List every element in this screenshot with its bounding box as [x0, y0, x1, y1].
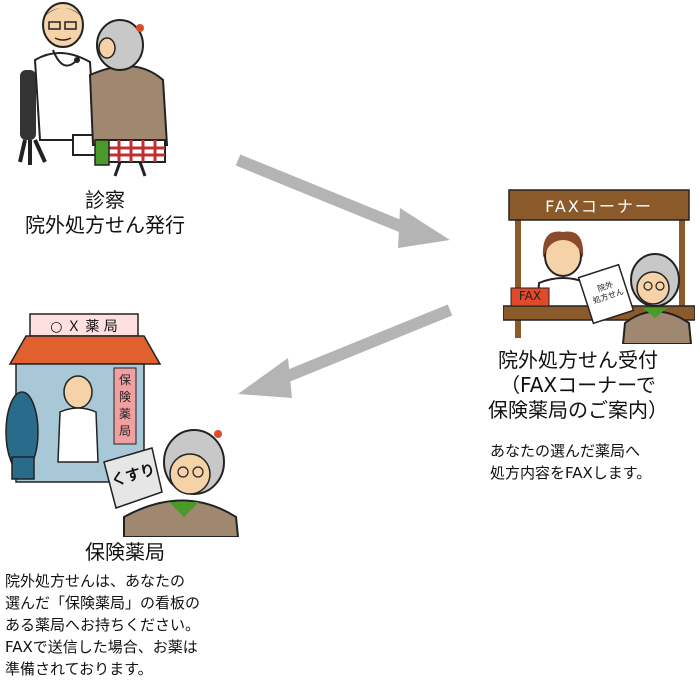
pharmacy-desc-line1: 院外処方せんは、あなたの [5, 572, 186, 590]
pharmacy-desc-line4: FAXで送信した場合、お薬は [5, 638, 198, 656]
pharmacy-store-icon [5, 313, 239, 537]
pharmacy-description: 院外処方せんは、あなたの 選んだ「保険薬局」の看板の ある薬局へお持ちください。… [5, 570, 275, 680]
pharmacy-banner-char4: 局 [118, 424, 131, 438]
pharmacy-desc-line5: 準備されております。 [5, 660, 153, 678]
pharmacy-banner-char1: 保 [118, 373, 131, 387]
fax-counter-icon [503, 189, 695, 344]
pharmacy-desc-line2: 選んだ「保険薬局」の看板の [5, 594, 201, 612]
fax-corner-sign-text: FAXコーナー [545, 197, 653, 216]
fax-reception-title-line1: 院外処方せん受付 [498, 348, 658, 372]
doctor-patient-icon [18, 2, 169, 177]
fax-reception-desc-line1: あなたの選んだ薬局へ [490, 442, 641, 460]
fax-corner-illustration: FAXコーナー FAX 院外 処方せん [503, 188, 695, 344]
consultation-title-line1: 診察 [85, 188, 125, 212]
consultation-illustration [15, 0, 195, 178]
pharmacy-banner-char3: 薬 [118, 407, 131, 421]
fax-reception-title-line2: （FAXコーナーで [500, 373, 656, 397]
pharmacy-illustration: ○ Ｘ 薬 局 保 険 薬 局 くすり [4, 312, 239, 537]
pharmacy-title: 保険薬局 [85, 540, 165, 564]
fax-reception-description: あなたの選んだ薬局へ 処方内容をFAXします。 [490, 440, 695, 484]
pharmacy-desc-line3: ある薬局へお持ちください。 [5, 616, 201, 634]
arrow-to-fax-icon [235, 154, 450, 248]
fax-reception-title-line3: 保険薬局のご案内） [488, 398, 668, 422]
fax-reception-title: 院外処方せん受付 （FAXコーナーで 保険薬局のご案内） [468, 348, 688, 423]
arrow-to-pharmacy-icon [238, 304, 453, 398]
consultation-title: 診察 院外処方せん発行 [0, 188, 210, 238]
consultation-title-line2: 院外処方せん発行 [25, 213, 185, 237]
pharmacy-banner-text: 保 険 薬 局 [114, 372, 136, 440]
fax-machine-label: FAX [518, 289, 542, 303]
pharmacy-sign-text: ○ Ｘ 薬 局 [50, 319, 118, 335]
fax-reception-desc-line2: 処方内容をFAXします。 [490, 464, 652, 482]
pharmacy-banner-char2: 険 [118, 390, 131, 404]
